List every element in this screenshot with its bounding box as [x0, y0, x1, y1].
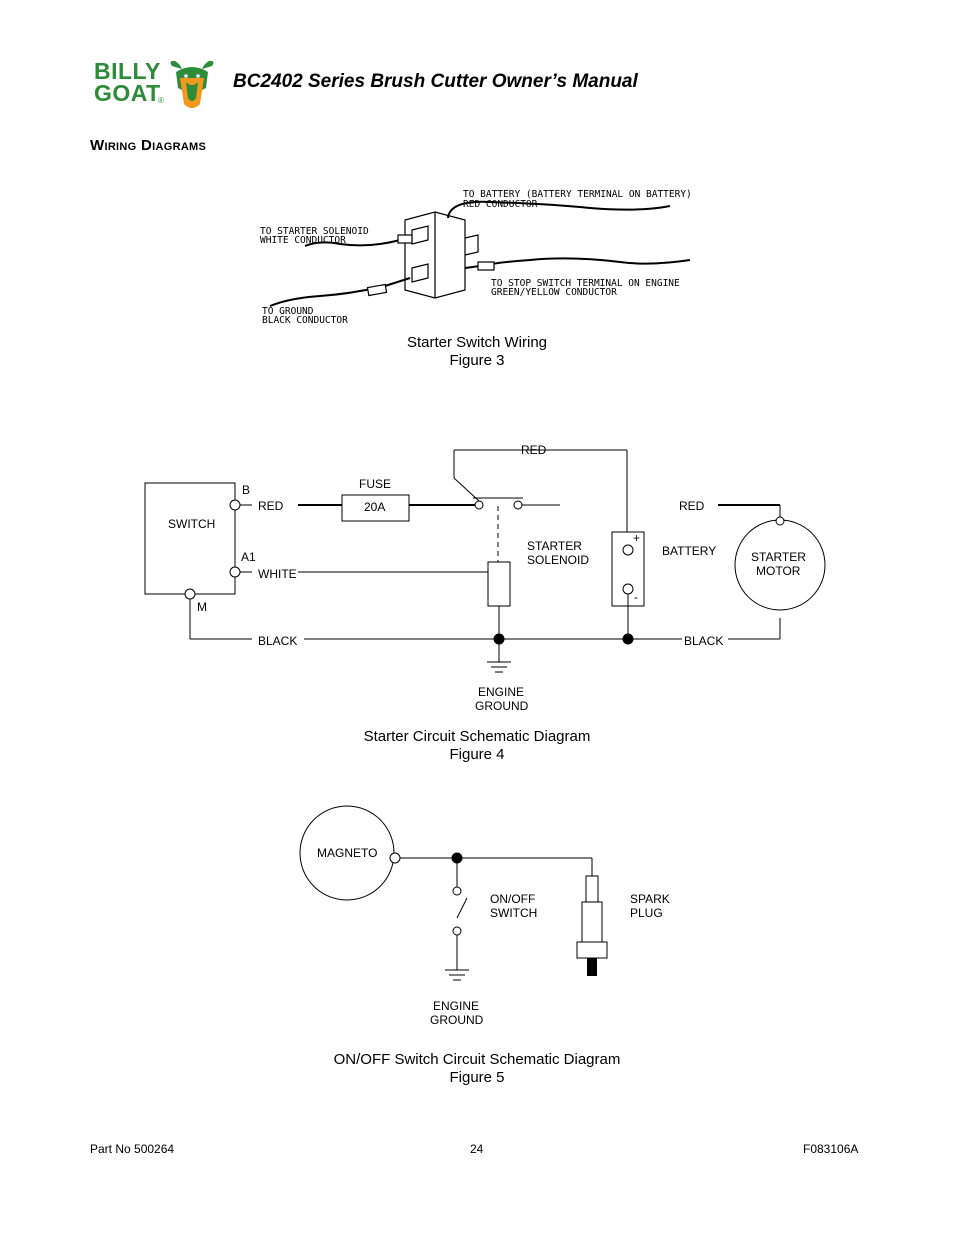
goat-logo-icon: [170, 60, 214, 108]
logo-text-billy: BILLY: [94, 58, 161, 84]
label-minus: -: [634, 590, 638, 604]
label-white: WHITE: [258, 567, 297, 581]
label-spark: SPARK: [630, 892, 670, 906]
label-to-ground: TO GROUND: [262, 306, 314, 317]
terminal-b: [229, 499, 241, 511]
label-engine: ENGINE: [478, 685, 524, 699]
label-black-left: BLACK: [258, 634, 297, 648]
figure4-caption-number: Figure 4: [449, 746, 505, 763]
footer-doc-code: F083106A: [803, 1142, 859, 1156]
label-starter-motor-1: STARTER: [751, 550, 806, 564]
terminal-a1: [229, 566, 241, 578]
fuse-box: [341, 494, 410, 522]
figure5-onoff-switch-schematic: MAGNETO ON/OFF SWITCH SPARK PLUG ENGINE …: [299, 805, 670, 1027]
logo-text-goat: GOAT: [94, 80, 161, 106]
label-plus: +: [633, 531, 640, 545]
label-on-off: ON/OFF: [490, 892, 535, 906]
terminal-m: [184, 588, 196, 600]
label-to-stop-switch: TO STOP SWITCH TERMINAL ON ENGINE: [491, 278, 680, 289]
label-fuse-rating: 20A: [364, 500, 385, 514]
label-red-right: RED: [679, 499, 705, 513]
label-m: M: [197, 600, 207, 614]
label-black-right: BLACK: [684, 634, 723, 648]
figure4-starter-circuit-schematic: SWITCH B A1 M RED WHITE BLACK FUSE 20A R…: [144, 443, 826, 713]
label-starter: STARTER: [527, 539, 582, 553]
switch-box: [144, 482, 236, 595]
label-magneto: MAGNETO: [317, 846, 377, 860]
label-to-battery: TO BATTERY (BATTERY TERMINAL ON BATTERY): [463, 189, 692, 200]
label-engine: ENGINE: [433, 999, 479, 1013]
label-b: B: [242, 483, 250, 497]
figure3-starter-switch-wiring: TO BATTERY (BATTERY TERMINAL ON BATTERY)…: [260, 189, 692, 326]
label-battery: BATTERY: [662, 544, 716, 558]
figure5-caption-title: ON/OFF Switch Circuit Schematic Diagram: [333, 1051, 621, 1068]
label-red-left: RED: [258, 499, 284, 513]
label-a1: A1: [241, 550, 256, 564]
figure3-caption-number: Figure 3: [449, 352, 505, 369]
label-solenoid: SOLENOID: [527, 553, 589, 567]
label-green-yellow-conductor: GREEN/YELLOW CONDUCTOR: [491, 287, 617, 298]
label-switch: SWITCH: [490, 906, 537, 920]
label-ground: GROUND: [475, 699, 529, 713]
solenoid-coil: [487, 561, 511, 607]
label-red-top: RED: [521, 443, 547, 457]
logo-registered-mark: ®: [158, 96, 164, 105]
label-white-conductor: WHITE CONDUCTOR: [260, 235, 346, 246]
label-plug: PLUG: [630, 906, 663, 920]
label-to-starter-solenoid: TO STARTER SOLENOID: [260, 226, 369, 237]
figure3-caption-title: Starter Switch Wiring: [406, 334, 548, 351]
label-black-conductor: BLACK CONDUCTOR: [262, 315, 348, 326]
section-heading: Wiring Diagrams: [90, 137, 207, 154]
figure4-caption-title: Starter Circuit Schematic Diagram: [363, 728, 591, 745]
document-title: BC2402 Series Brush Cutter Owner’s Manua…: [233, 71, 638, 92]
footer-part-number: Part No 500264: [90, 1142, 175, 1156]
label-red-conductor: RED CONDUCTOR: [463, 199, 538, 210]
label-ground: GROUND: [430, 1013, 484, 1027]
label-switch: SWITCH: [168, 517, 215, 531]
figure5-caption-number: Figure 5: [449, 1069, 505, 1086]
label-starter-motor-2: MOTOR: [756, 564, 801, 578]
footer-page-number: 24: [470, 1142, 484, 1156]
label-fuse: FUSE: [359, 477, 391, 491]
